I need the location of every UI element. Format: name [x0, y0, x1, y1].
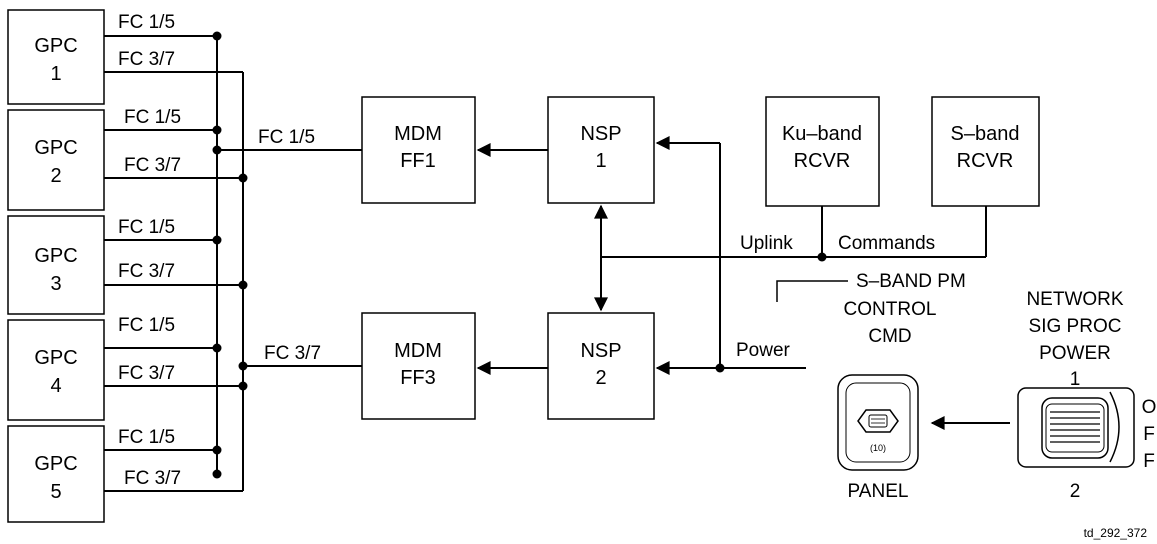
mdm-ff3: MDM FF3	[362, 313, 475, 419]
gpc-2-fc37-label: FC 3/7	[124, 155, 181, 176]
nsp-2: NSP 2	[548, 313, 654, 419]
gpc-2: GPC 2	[8, 110, 104, 210]
gpc-1-fc37-label: FC 3/7	[118, 49, 175, 70]
gpc-4-number: 4	[50, 375, 61, 397]
gpc-3-fc15-label: FC 1/5	[118, 217, 175, 238]
sband-pm-line	[777, 281, 848, 302]
mdm-ff3-label: MDM	[394, 340, 442, 362]
gpc-3-label: GPC	[34, 245, 77, 267]
gpc-4-fc15-label: FC 1/5	[118, 315, 175, 336]
nsp-1-number: 1	[595, 150, 606, 172]
gpc-5: GPC 5	[8, 426, 104, 522]
gpc-1: GPC 1	[8, 10, 104, 104]
mdm-ff1-id: FF1	[400, 150, 436, 172]
gpc-4-fc37-label: FC 3/7	[118, 363, 175, 384]
ku-band-rcvr: Ku–band RCVR	[766, 97, 879, 206]
switch-position-2: 2	[1070, 481, 1081, 502]
mdm3-bus-label: FC 3/7	[264, 343, 321, 364]
switch-position-1: 1	[1070, 369, 1081, 390]
nsp-2-label: NSP	[580, 340, 621, 362]
ku-rcvr-label: RCVR	[794, 150, 851, 172]
gpc-3: GPC 3	[8, 216, 104, 314]
switch-off-o: O	[1142, 397, 1157, 418]
nsp-1-label: NSP	[580, 123, 621, 145]
uplink-label: Uplink	[740, 233, 793, 254]
gpc-5-label: GPC	[34, 453, 77, 475]
gpc-1-fc15-label: FC 1/5	[118, 12, 175, 33]
gpc-1-number: 1	[50, 63, 61, 85]
network-power-toggle-switch[interactable]	[1018, 388, 1134, 467]
ku-band-label: Ku–band	[782, 123, 862, 145]
gpc-2-label: GPC	[34, 137, 77, 159]
figure-id: td_292_372	[1084, 526, 1148, 540]
mdm-ff3-id: FF3	[400, 367, 436, 389]
switch-off-f1: F	[1143, 424, 1155, 445]
gpc-5-fc37-label: FC 3/7	[124, 468, 181, 489]
gpc-2-number: 2	[50, 165, 61, 187]
s-band-rcvr: S–band RCVR	[932, 97, 1039, 206]
panel-label: PANEL	[848, 481, 909, 502]
gpc-4-label: GPC	[34, 347, 77, 369]
panel-illustration: (10) PANEL	[838, 375, 918, 502]
gpc-4: GPC 4	[8, 320, 104, 420]
panel-switch-icon	[858, 410, 898, 432]
switch-title-line1: NETWORK	[1026, 289, 1123, 310]
power-label: Power	[736, 340, 791, 361]
panel-number: (10)	[870, 443, 886, 453]
gpc-3-fc37-label: FC 3/7	[118, 261, 175, 282]
s-rcvr-label: RCVR	[957, 150, 1014, 172]
cmd-label: CMD	[868, 326, 911, 347]
gpc-bus-labels: FC 1/5 FC 3/7 FC 1/5 FC 3/7 FC 1/5 FC 3/…	[118, 12, 321, 489]
gpc-5-number: 5	[50, 481, 61, 503]
gpc-3-number: 3	[50, 273, 61, 295]
commands-label: Commands	[838, 233, 935, 254]
mdm1-bus-label: FC 1/5	[258, 127, 315, 148]
switch-title-line3: POWER	[1039, 343, 1111, 364]
mdm-ff1-label: MDM	[394, 123, 442, 145]
nsp-2-number: 2	[595, 367, 606, 389]
s-band-label: S–band	[951, 123, 1020, 145]
nsp-1: NSP 1	[548, 97, 654, 203]
mdm-ff1: MDM FF1	[362, 97, 475, 203]
control-label: CONTROL	[844, 299, 937, 320]
gpc-2-fc15-label: FC 1/5	[124, 107, 181, 128]
switch-off-f2: F	[1143, 451, 1155, 472]
sband-pm-label: S–BAND PM	[856, 271, 966, 292]
gpc-1-label: GPC	[34, 35, 77, 57]
gpc-5-fc15-label: FC 1/5	[118, 427, 175, 448]
switch-title-line2: SIG PROC	[1029, 316, 1122, 337]
